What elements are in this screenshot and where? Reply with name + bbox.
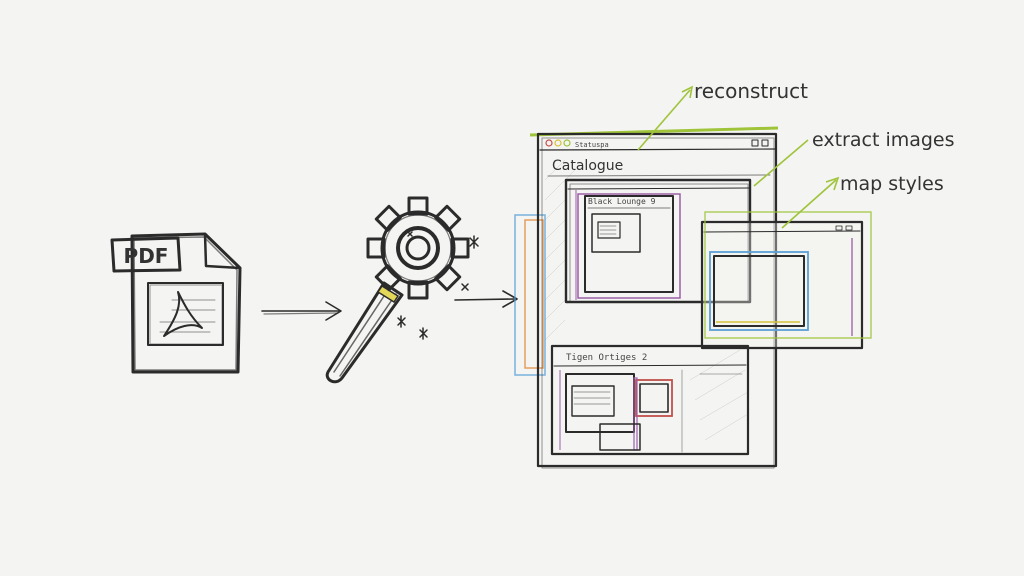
annotation-extract-images: extract images xyxy=(753,129,955,187)
titlebar-text: Statuspa xyxy=(575,141,609,149)
bottom-panel-caption: Tigen Ortiges 2 xyxy=(566,353,647,363)
annotation-reconstruct: reconstruct xyxy=(637,79,808,151)
top-content-panel: Black Lounge 9 xyxy=(564,178,752,304)
annotation-extract-images-label: extract images xyxy=(812,129,955,151)
bottom-content-panel: Tigen Ortiges 2 xyxy=(550,344,750,456)
pdf-badge-label: PDF xyxy=(124,244,169,268)
right-overlay-panel xyxy=(700,211,872,350)
annotation-reconstruct-label: reconstruct xyxy=(694,79,808,103)
reconstructed-catalogue-window: Statuspa Catalogue Black Lounge 9 xyxy=(514,126,872,469)
arrow-right-icon xyxy=(261,301,342,321)
annotation-map-styles: map styles xyxy=(781,173,944,229)
annotation-map-styles-label: map styles xyxy=(840,173,944,195)
window-title: Catalogue xyxy=(552,158,623,174)
pdf-document-icon: PDF xyxy=(110,232,242,374)
arrow-right-icon xyxy=(454,290,518,308)
top-panel-caption: Black Lounge 9 xyxy=(588,197,656,206)
gear-wand-icon xyxy=(325,196,479,384)
